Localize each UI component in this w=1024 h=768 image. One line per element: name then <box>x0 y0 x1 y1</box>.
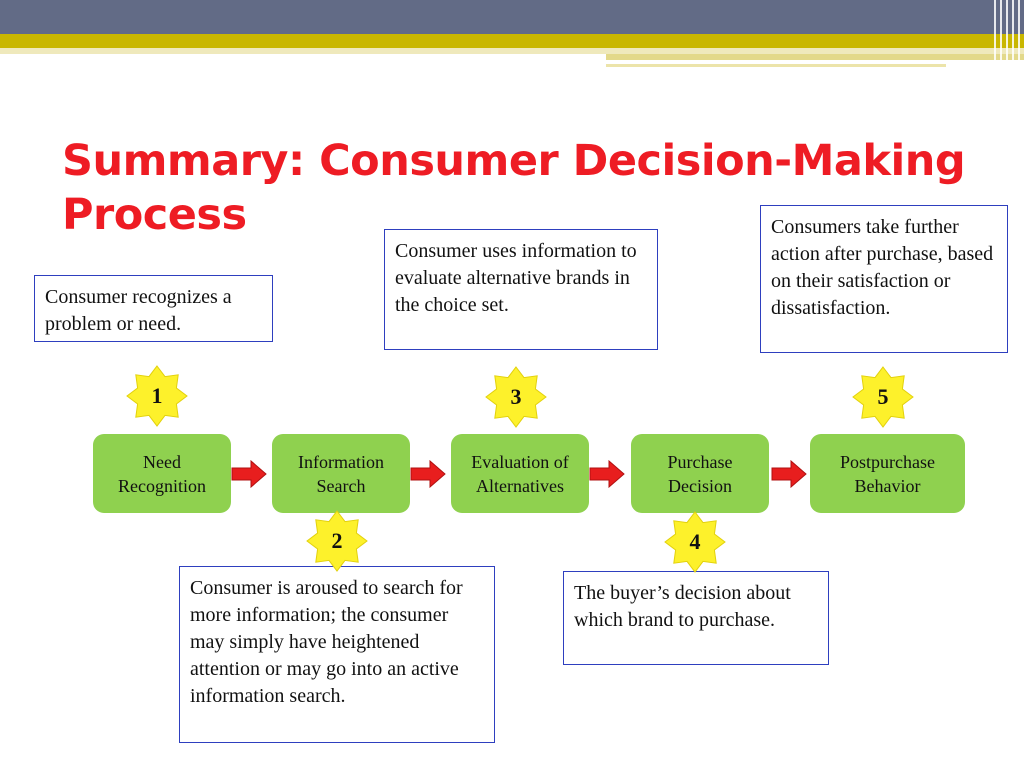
right-arrow-icon <box>771 459 807 489</box>
header-strip <box>606 54 1024 60</box>
step-number: 2 <box>331 528 343 553</box>
right-arrow-icon <box>231 459 267 489</box>
right-arrow-icon <box>589 459 625 489</box>
step-information-search: Information Search <box>272 434 410 513</box>
starburst-icon-step-2: 2 <box>305 509 369 573</box>
step-purchase-decision: Purchase Decision <box>631 434 769 513</box>
description-box-evaluation: Consumer uses information to evaluate al… <box>384 229 658 350</box>
description-box-purchase-decision: The buyer’s decision about which brand t… <box>563 571 829 665</box>
header-strip-thin <box>606 64 946 67</box>
step-need-recognition: Need Recognition <box>93 434 231 513</box>
step-number: 5 <box>877 384 889 409</box>
header-band-gold <box>0 34 1024 48</box>
starburst-icon-step-3: 3 <box>484 365 548 429</box>
header-band-cream <box>0 48 1024 54</box>
header-vertical-lines <box>990 0 1024 70</box>
step-postpurchase-behavior: Postpurchase Behavior <box>810 434 965 513</box>
description-box-need-recognition: Consumer recognizes a problem or need. <box>34 275 273 342</box>
right-arrow-icon <box>410 459 446 489</box>
step-evaluation-of-alternatives: Evaluation of Alternatives <box>451 434 589 513</box>
starburst-icon-step-1: 1 <box>125 364 189 428</box>
description-box-postpurchase: Consumers take further action after purc… <box>760 205 1008 353</box>
step-number: 4 <box>689 529 701 554</box>
step-number: 3 <box>510 384 522 409</box>
step-number: 1 <box>151 383 163 408</box>
starburst-icon-step-4: 4 <box>663 510 727 574</box>
description-box-information-search: Consumer is aroused to search for more i… <box>179 566 495 743</box>
slide-title: Summary: Consumer Decision-Making Proces… <box>62 136 966 240</box>
starburst-icon-step-5: 5 <box>851 365 915 429</box>
header-band-dark <box>0 0 1024 34</box>
